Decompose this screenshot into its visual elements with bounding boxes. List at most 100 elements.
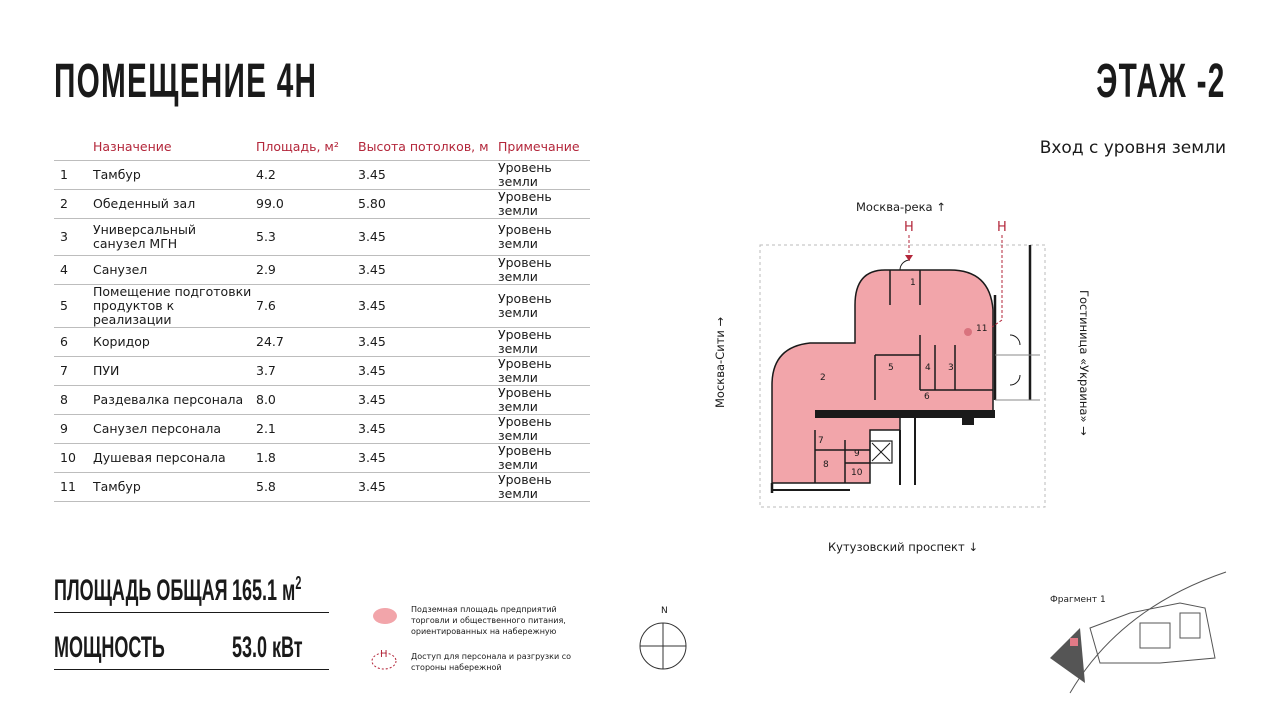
cell-note: Уровень земли — [498, 284, 590, 328]
cell-num: 7 — [54, 356, 93, 386]
room-number: 7 — [818, 436, 824, 446]
power-value: 53.0 кВт — [232, 631, 303, 664]
floor-title: ЭТАЖ -2 — [1096, 55, 1226, 108]
total-area-row: ПЛОЩАДЬ ОБЩАЯ 165.1 м2 — [54, 570, 329, 613]
header-height: Высота потолков, м — [358, 139, 489, 154]
cell-num: 11 — [54, 472, 93, 502]
cell-height: 3.45 — [358, 255, 498, 285]
header-note: Примечание — [498, 139, 580, 154]
room-number: 10 — [851, 468, 863, 478]
cell-note: Уровень земли — [498, 356, 590, 386]
service-access-icon — [371, 652, 397, 670]
cell-num: 5 — [54, 284, 93, 328]
cell-height: 3.45 — [358, 385, 498, 415]
cell-note: Уровень земли — [498, 385, 590, 415]
cell-name: Обеденный зал — [93, 189, 256, 219]
table-row: 2 Обеденный зал 99.0 5.80 Уровень земли — [54, 189, 590, 219]
cell-note: Уровень земли — [498, 327, 590, 357]
compass-north-label: N — [661, 606, 668, 616]
table-row: 11 Тамбур 5.8 3.45 Уровень земли — [54, 472, 590, 502]
cell-height: 3.45 — [358, 356, 498, 386]
cell-note: Уровень земли — [498, 472, 590, 502]
cell-height: 3.45 — [358, 414, 498, 444]
table-row: 6 Коридор 24.7 3.45 Уровень земли — [54, 327, 590, 357]
cell-area: 4.2 — [256, 160, 358, 190]
site-fragment-map — [1050, 571, 1227, 694]
cell-num: 6 — [54, 327, 93, 357]
service-mark-2: Н — [997, 220, 1007, 235]
cell-height: 3.45 — [358, 218, 498, 256]
cell-name: Санузел — [93, 255, 256, 285]
header-area: Площадь, м² — [256, 139, 339, 154]
room-number: 5 — [888, 363, 894, 373]
legend-service-text: Доступ для персонала и разгрузки со стор… — [411, 652, 572, 672]
cell-area: 5.8 — [256, 472, 358, 502]
cell-name: Коридор — [93, 327, 256, 357]
cell-name: Санузел персонала — [93, 414, 256, 444]
east-street-label: Гостиница «Украина» → — [1077, 290, 1091, 436]
cell-area: 24.7 — [256, 327, 358, 357]
cell-note: Уровень земли — [498, 218, 590, 256]
table-row: 4 Санузел 2.9 3.45 Уровень земли — [54, 255, 590, 285]
cell-name: Душевая персонала — [93, 443, 256, 473]
room-number: 2 — [820, 373, 826, 383]
cell-note: Уровень земли — [498, 189, 590, 219]
page-title: ПОМЕЩЕНИЕ 4Н — [54, 55, 318, 108]
cell-height: 3.45 — [358, 472, 498, 502]
cell-name: ПУИ — [93, 356, 256, 386]
cell-height: 3.45 — [358, 443, 498, 473]
room-number: 8 — [823, 460, 829, 470]
cell-note: Уровень земли — [498, 414, 590, 444]
cell-area: 2.1 — [256, 414, 358, 444]
cell-area: 5.3 — [256, 218, 358, 256]
cell-name: Универсальный санузел МГН — [93, 218, 256, 256]
table-row: 10 Душевая персонала 1.8 3.45 Уровень зе… — [54, 443, 590, 473]
cell-height: 3.45 — [358, 284, 498, 328]
table-row: 1 Тамбур 4.2 3.45 Уровень земли — [54, 160, 590, 190]
table-row: 7 ПУИ 3.7 3.45 Уровень земли — [54, 356, 590, 386]
table-row: 8 Раздевалка персонала 8.0 3.45 Уровень … — [54, 385, 590, 415]
compass-icon — [639, 622, 687, 670]
floor-plan: Н Н 1 2 3 4 5 6 7 8 9 10 11 — [759, 220, 1046, 508]
pink-area-swatch-icon — [373, 608, 397, 624]
header-purpose: Назначение — [93, 139, 172, 154]
cell-name: Тамбур — [93, 472, 256, 502]
table-row: 9 Санузел персонала 2.1 3.45 Уровень зем… — [54, 414, 590, 444]
service-mark: Н — [380, 649, 388, 660]
cell-num: 10 — [54, 443, 93, 473]
cell-area: 8.0 — [256, 385, 358, 415]
power-row: МОЩНОСТЬ 53.0 кВт — [54, 627, 329, 670]
room-number: 11 — [976, 324, 987, 334]
cell-height: 5.80 — [358, 189, 498, 219]
cell-num: 3 — [54, 218, 93, 256]
entry-marker — [964, 328, 972, 336]
service-mark-1: Н — [904, 220, 914, 235]
power-label: МОЩНОСТЬ — [54, 631, 165, 664]
cell-name: Тамбур — [93, 160, 256, 190]
cell-area: 7.6 — [256, 284, 358, 328]
entry-level-text: Вход с уровня земли — [1039, 138, 1226, 158]
table-row: 3 Универсальный санузел МГН 5.3 3.45 Уро… — [54, 218, 590, 256]
west-street-label: Москва-Сити → — [713, 316, 727, 408]
elevator-icon — [869, 440, 893, 464]
cell-note: Уровень земли — [498, 160, 590, 190]
north-street-label: Москва-река ↑ — [856, 200, 946, 214]
total-area-label: ПЛОЩАДЬ ОБЩАЯ — [54, 574, 228, 607]
cell-note: Уровень земли — [498, 255, 590, 285]
header-num — [54, 136, 93, 161]
room-number: 9 — [854, 449, 860, 459]
cell-area: 99.0 — [256, 189, 358, 219]
pink-area — [771, 269, 994, 484]
fragment-label: Фрагмент 1 — [1050, 595, 1106, 605]
cell-height: 3.45 — [358, 160, 498, 190]
plan-boundary — [759, 244, 1046, 508]
cell-num: 4 — [54, 255, 93, 285]
cell-height: 3.45 — [358, 327, 498, 357]
legend-pink-text: Подземная площадь предприятий торговли и… — [411, 605, 566, 636]
room-number: 1 — [910, 278, 916, 288]
cell-num: 2 — [54, 189, 93, 219]
cell-note: Уровень земли — [498, 443, 590, 473]
cell-name: Раздевалка персонала — [93, 385, 256, 415]
cell-area: 1.8 — [256, 443, 358, 473]
room-number: 3 — [948, 363, 954, 373]
